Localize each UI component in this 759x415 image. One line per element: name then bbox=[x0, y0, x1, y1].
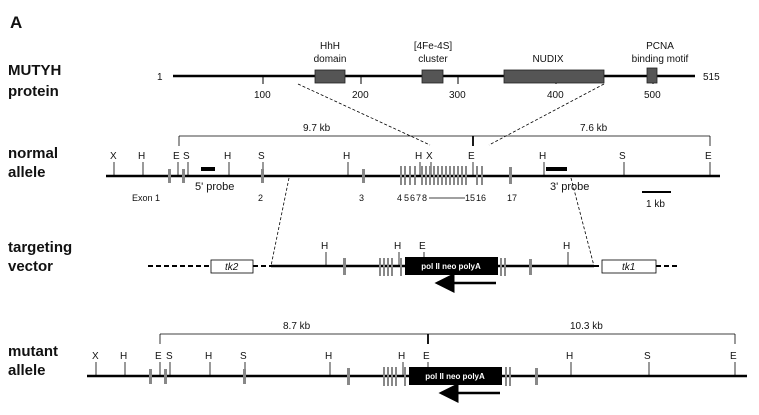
five-prime-probe-label: 5' probe bbox=[195, 181, 234, 193]
nudix-label: NUDIX bbox=[532, 54, 563, 65]
exon-number: 6 bbox=[410, 193, 415, 203]
site-label: E bbox=[705, 151, 712, 162]
protein-label-line1: MUTYH bbox=[8, 62, 61, 79]
site-label: S bbox=[240, 351, 247, 362]
fes-cluster-box bbox=[421, 69, 444, 84]
scale-bar-label: 1 kb bbox=[646, 199, 665, 210]
protein-map: 1 515 100 200 300 400 500 HhH domain [4F… bbox=[157, 41, 720, 101]
site-label: X bbox=[426, 151, 433, 162]
exon1-label: Exon 1 bbox=[132, 193, 160, 203]
homology-line-right bbox=[570, 177, 595, 267]
tk1-label: tk1 bbox=[622, 262, 635, 273]
five-prime-probe-bar bbox=[201, 167, 215, 171]
normal-label-line2: allele bbox=[8, 164, 46, 181]
site-label: H bbox=[563, 241, 570, 252]
normal-exons bbox=[168, 166, 512, 185]
mutant-label-line2: allele bbox=[8, 362, 46, 379]
site-label: H bbox=[566, 351, 573, 362]
exon-number: 2 bbox=[258, 193, 263, 203]
tk2-box bbox=[210, 259, 254, 274]
site-label: H bbox=[343, 151, 350, 162]
site-label: H bbox=[394, 241, 401, 252]
hhh-domain-box bbox=[314, 69, 346, 84]
site-label: S bbox=[258, 151, 265, 162]
site-label: E bbox=[155, 351, 162, 362]
homology-line-left bbox=[270, 177, 290, 267]
exon-number: 5 bbox=[404, 193, 409, 203]
neo-cassette-label: pol II neo polyA bbox=[421, 262, 481, 271]
site-label: H bbox=[398, 351, 405, 362]
normal-label-line1: normal bbox=[8, 145, 58, 162]
protein-tick-label: 300 bbox=[449, 90, 466, 101]
site-label: H bbox=[325, 351, 332, 362]
site-label: H bbox=[321, 241, 328, 252]
panel-label: A bbox=[10, 13, 22, 32]
hhh-domain-label-line1: HhH bbox=[320, 41, 340, 52]
protein-tick-label: 400 bbox=[547, 90, 564, 101]
protein-start-label: 1 bbox=[157, 72, 163, 83]
site-label: S bbox=[644, 351, 651, 362]
fes-cluster-label-line2: cluster bbox=[418, 54, 448, 65]
site-label: S bbox=[619, 151, 626, 162]
zoom-line-right bbox=[488, 83, 605, 146]
site-label: E bbox=[730, 351, 737, 362]
normal-size-left: 9.7 kb bbox=[303, 123, 331, 134]
exon-number: 17 bbox=[507, 193, 517, 203]
exon-number: 15 bbox=[465, 193, 475, 203]
protein-tick-label: 200 bbox=[352, 90, 369, 101]
site-label: E bbox=[468, 151, 475, 162]
targeting-label-line2: vector bbox=[8, 258, 53, 275]
site-label: S bbox=[183, 151, 190, 162]
three-prime-probe-bar bbox=[546, 167, 567, 171]
pcna-motif-box bbox=[646, 67, 658, 84]
exon-number: 8 bbox=[422, 193, 427, 203]
neo-cassette-box bbox=[409, 367, 502, 385]
vector-exons bbox=[343, 258, 532, 276]
mutant-size-right: 10.3 kb bbox=[570, 321, 603, 332]
site-label: H bbox=[138, 151, 145, 162]
site-label: X bbox=[110, 151, 117, 162]
normal-allele-map: 9.7 kb 7.6 kb X H E S H S H H X E bbox=[106, 123, 720, 210]
neo-cassette-box bbox=[405, 257, 498, 275]
protein-label-line2: protein bbox=[8, 83, 59, 100]
site-label: H bbox=[224, 151, 231, 162]
site-label: H bbox=[539, 151, 546, 162]
exon-number: 3 bbox=[359, 193, 364, 203]
pcna-label-line1: PCNA bbox=[646, 41, 674, 52]
mutant-size-left: 8.7 kb bbox=[283, 321, 311, 332]
nudix-domain-box bbox=[503, 69, 605, 84]
hhh-domain-label-line2: domain bbox=[314, 54, 347, 65]
three-prime-probe-label: 3' probe bbox=[550, 181, 589, 193]
mutant-exons bbox=[149, 367, 538, 386]
site-label: H bbox=[120, 351, 127, 362]
site-label: E bbox=[419, 241, 426, 252]
site-label: S bbox=[166, 351, 173, 362]
site-label: E bbox=[423, 351, 430, 362]
tk2-label: tk2 bbox=[225, 262, 239, 273]
protein-end-label: 515 bbox=[703, 72, 720, 83]
exon-number: 4 bbox=[397, 193, 402, 203]
site-label: H bbox=[415, 151, 422, 162]
targeting-vector-map: tk2 tk1 H H E H pol II neo polyA bbox=[148, 241, 680, 293]
site-label: E bbox=[173, 151, 180, 162]
tk1-box bbox=[601, 259, 657, 274]
mutant-label-line1: mutant bbox=[8, 343, 58, 360]
fes-cluster-label-line1: [4Fe-4S] bbox=[414, 41, 453, 52]
exon-number: 16 bbox=[476, 193, 486, 203]
exon-number: 7 bbox=[416, 193, 421, 203]
protein-tick-label: 500 bbox=[644, 90, 661, 101]
pcna-label-line2: binding motif bbox=[632, 54, 689, 65]
site-label: H bbox=[205, 351, 212, 362]
neo-cassette-label: pol II neo polyA bbox=[425, 372, 485, 381]
mutant-allele-map: 8.7 kb 10.3 kb X H E S H S H H E H S E bbox=[87, 321, 747, 403]
protein-tick-label: 100 bbox=[254, 90, 271, 101]
site-label: X bbox=[92, 351, 99, 362]
normal-size-right: 7.6 kb bbox=[580, 123, 608, 134]
targeting-label-line1: targeting bbox=[8, 239, 72, 256]
zoom-line-left bbox=[297, 83, 431, 146]
